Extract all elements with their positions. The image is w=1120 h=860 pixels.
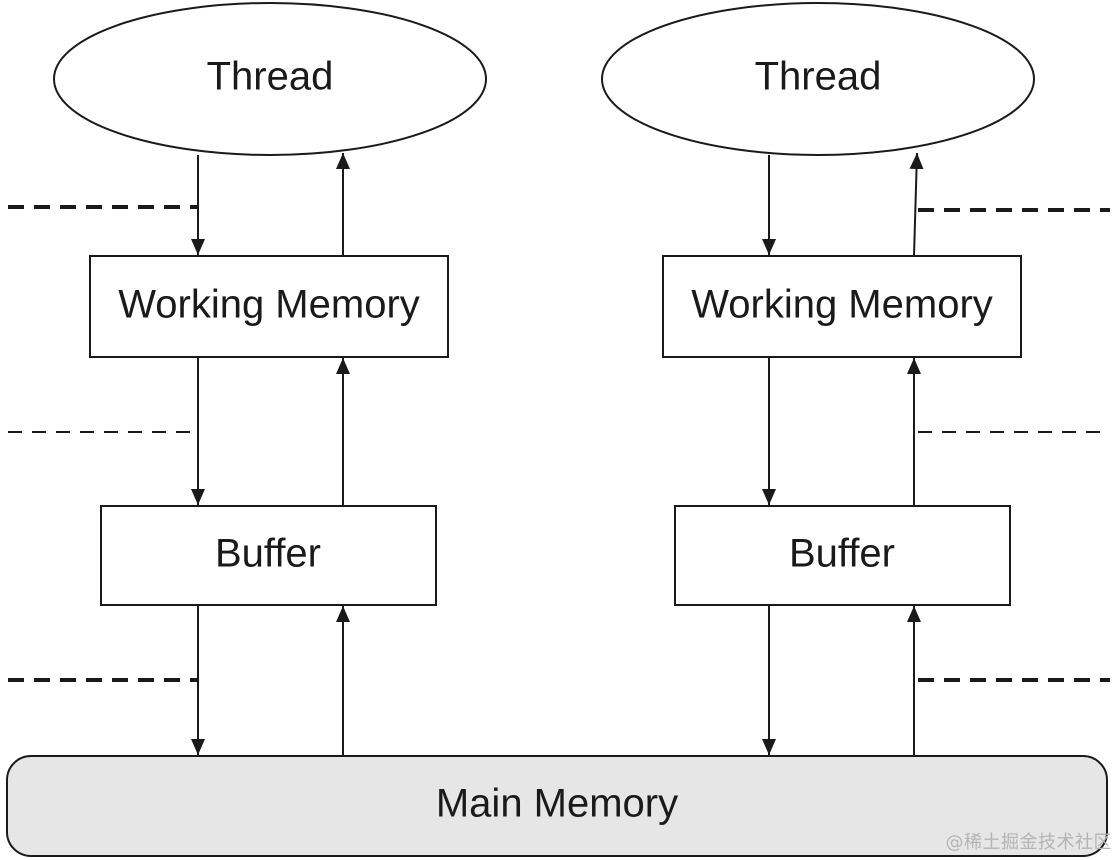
right-working-memory-label: Working Memory <box>691 283 993 327</box>
right-working-memory-node: Working Memory <box>662 255 1022 358</box>
right-working-memory-to-thread-arrow <box>909 152 924 257</box>
left-thread-node: Thread <box>53 2 487 156</box>
right-buffer-label: Buffer <box>789 532 895 576</box>
left-working-memory-node: Working Memory <box>89 255 449 358</box>
right-buffer-node: Buffer <box>674 505 1011 606</box>
left-buffer-label: Buffer <box>215 532 321 576</box>
left-thread-label: Thread <box>207 55 334 99</box>
left-buffer-node: Buffer <box>100 505 437 606</box>
watermark-text: @稀土掘金技术社区 <box>945 832 1112 853</box>
main-memory-label: Main Memory <box>436 782 678 826</box>
main-memory-node: Main Memory <box>6 755 1108 857</box>
right-thread-label: Thread <box>755 55 882 99</box>
left-working-memory-label: Working Memory <box>118 283 420 327</box>
right-thread-node: Thread <box>601 2 1035 156</box>
